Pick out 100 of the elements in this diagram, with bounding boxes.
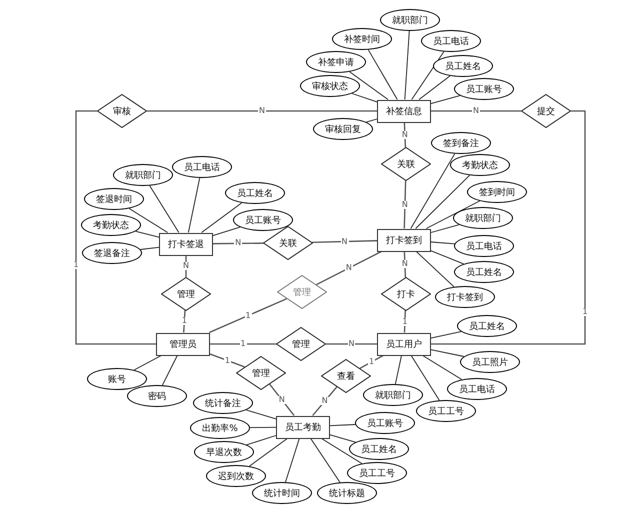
- attribute-line: [430, 250, 464, 264]
- attribute-line: [368, 49, 398, 100]
- cardinality-label: N: [234, 239, 242, 248]
- attribute-ellipse: 考勤状态: [450, 154, 510, 176]
- attribute-line: [330, 434, 356, 443]
- relationship-line: [404, 180, 406, 229]
- relationship-line: [312, 240, 378, 244]
- attribute-ellipse: 员工账号: [233, 209, 293, 231]
- attribute-line: [404, 30, 410, 100]
- attribute-line: [349, 71, 388, 100]
- attribute-line: [212, 226, 241, 236]
- attribute-ellipse: 统计备注: [193, 392, 253, 414]
- attribute-ellipse: 员工电话: [421, 30, 481, 52]
- relationship-line: [210, 353, 246, 368]
- attribute-line: [201, 202, 242, 233]
- cardinality-label: N: [278, 396, 286, 404]
- attribute-line: [430, 224, 460, 233]
- attribute-line: [352, 93, 378, 102]
- relationship-diamond: 提交: [521, 94, 571, 128]
- attribute-ellipse: 签退备注: [82, 242, 142, 264]
- cardinality-label: N: [182, 262, 190, 270]
- cardinality-label: N: [344, 264, 353, 272]
- attribute-line: [416, 251, 454, 288]
- attribute-line: [149, 185, 180, 233]
- attribute-ellipse: 审核状态: [300, 75, 360, 97]
- cardinality-label: N: [348, 340, 356, 348]
- relationship-diamond: 管理: [236, 356, 286, 390]
- entity-box: 员工考勤: [276, 416, 330, 438]
- attribute-ellipse: 统计标题: [317, 482, 377, 504]
- cardinality-label: N: [320, 397, 329, 406]
- attribute-line: [426, 200, 480, 229]
- relationship-line: [312, 386, 338, 416]
- attribute-line: [430, 331, 462, 339]
- cardinality-label: 1: [401, 318, 408, 326]
- relationship-line: [326, 343, 377, 345]
- attribute-ellipse: 就职部门: [380, 9, 440, 31]
- attribute-ellipse: 签到备注: [431, 132, 491, 154]
- attribute-line: [430, 349, 464, 357]
- relationship-diamond: 关联: [381, 147, 431, 181]
- attribute-line: [410, 153, 456, 229]
- attribute-ellipse: 打卡签到: [435, 286, 495, 308]
- attribute-line: [250, 426, 276, 428]
- relationship-diamond: 打卡: [381, 277, 431, 311]
- cardinality-label: N: [400, 200, 409, 209]
- cardinality-label: 1: [240, 340, 247, 348]
- entity-box: 员工用户: [377, 332, 431, 356]
- attribute-line: [418, 75, 450, 100]
- relationship-diamond: 管理: [161, 277, 211, 311]
- relationship-line: [147, 110, 377, 112]
- cardinality-label: N: [400, 130, 409, 139]
- cardinality-label: 1: [224, 356, 231, 364]
- relationship-line: [210, 343, 276, 345]
- attribute-line: [128, 208, 168, 233]
- cardinality-label: 1: [244, 312, 252, 320]
- relationship-diamond: 审核: [97, 94, 147, 128]
- attribute-ellipse: 账号: [87, 368, 147, 390]
- attribute-ellipse: 考勤状态: [81, 214, 141, 236]
- relationship-diamond: 管理: [277, 275, 327, 309]
- attribute-ellipse: 员工电话: [454, 235, 514, 257]
- attribute-ellipse: 员工姓名: [433, 55, 493, 77]
- cardinality-label: N: [400, 260, 409, 268]
- attribute-line: [188, 178, 200, 233]
- attribute-line: [415, 174, 470, 229]
- attribute-line: [285, 438, 300, 483]
- relationship-line: [431, 110, 586, 345]
- attribute-line: [321, 438, 362, 464]
- attribute-ellipse: 员工电话: [447, 378, 507, 400]
- attribute-line: [430, 95, 460, 104]
- attribute-ellipse: 就职部门: [363, 384, 423, 406]
- attribute-ellipse: 员工工号: [347, 462, 407, 484]
- attribute-ellipse: 密码: [127, 385, 187, 407]
- attribute-ellipse: 早退次数: [194, 441, 254, 463]
- attribute-ellipse: 员工账号: [355, 412, 415, 434]
- relationship-line: [209, 298, 288, 334]
- relationship-diamond: 关联: [263, 226, 313, 260]
- relationship-diamond: 查看: [321, 359, 371, 393]
- attribute-ellipse: 员工照片: [460, 351, 520, 373]
- attribute-ellipse: 员工姓名: [225, 182, 285, 204]
- attribute-ellipse: 员工姓名: [349, 438, 409, 460]
- attribute-line: [422, 355, 462, 380]
- relationship-line: [359, 354, 384, 369]
- cardinality-label: 1: [368, 358, 376, 366]
- attribute-line: [310, 438, 340, 483]
- attribute-line: [394, 355, 402, 384]
- attribute-ellipse: 审核回复: [313, 118, 373, 140]
- cardinality-label: 1: [180, 317, 188, 326]
- relationship-line: [213, 242, 264, 244]
- attribute-ellipse: 补签时间: [332, 28, 392, 50]
- entity-box: 打卡签到: [377, 228, 431, 252]
- attribute-line: [140, 246, 160, 250]
- relationship-line: [75, 110, 156, 345]
- relationship-line: [316, 250, 382, 286]
- entity-box: 管理员: [156, 332, 210, 356]
- attribute-line: [135, 230, 160, 238]
- cardinality-label: 1: [72, 261, 80, 269]
- attribute-ellipse: 就职部门: [113, 164, 173, 186]
- attribute-ellipse: 员工电话: [172, 156, 232, 178]
- attribute-line: [246, 410, 276, 420]
- attribute-line: [246, 435, 276, 446]
- attribute-ellipse: 就职部门: [453, 207, 513, 229]
